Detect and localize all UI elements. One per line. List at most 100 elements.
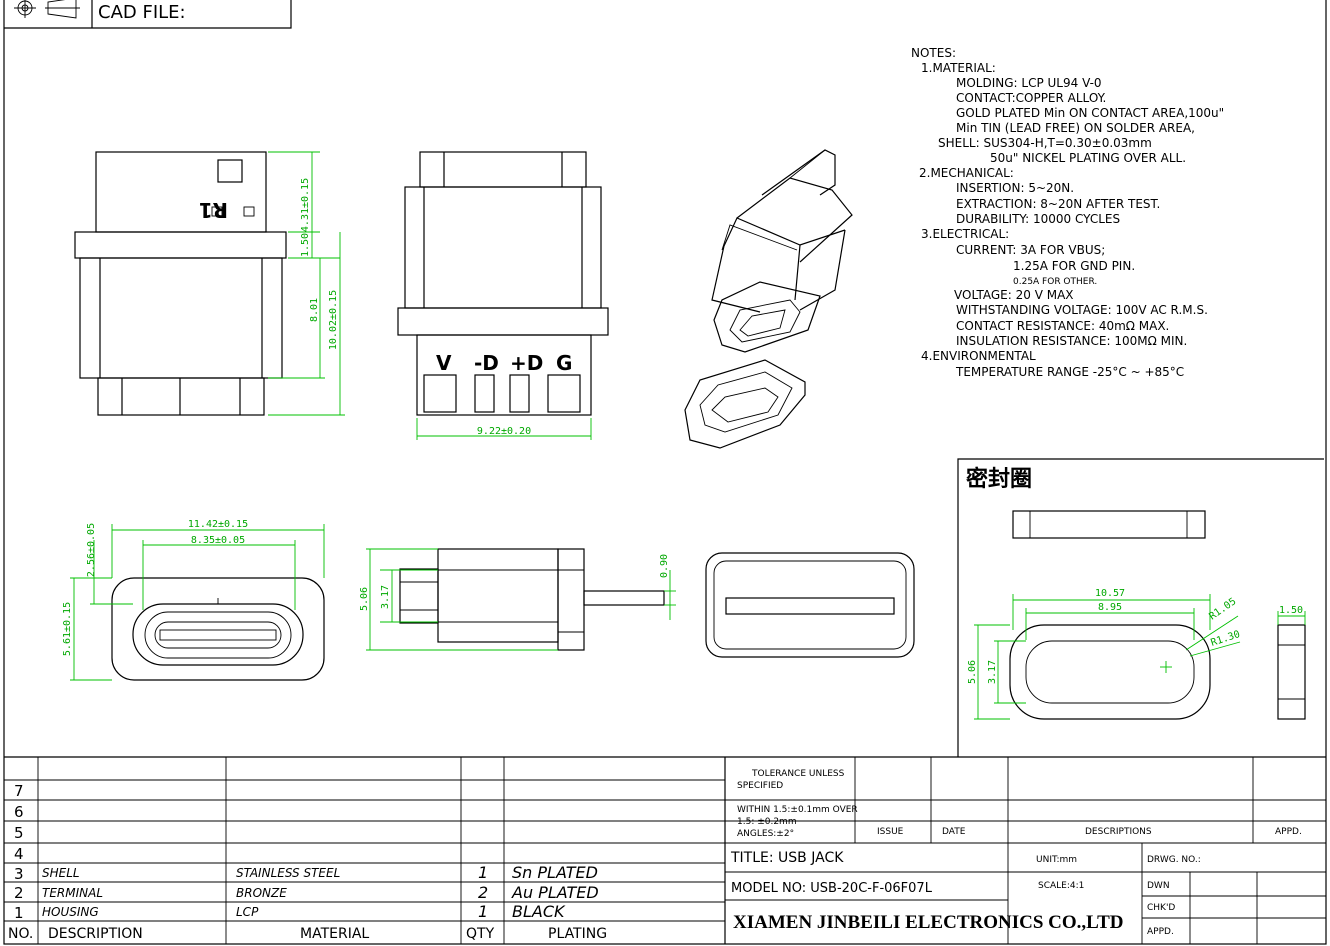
note-line: EXTRACTION: 8~20N AFTER TEST.	[956, 197, 1160, 211]
dim-11-42: 11.42±0.15	[188, 519, 248, 530]
note-line: INSULATION RESISTANCE: 100MΩ MIN.	[956, 334, 1187, 348]
model-number: MODEL NO: USB-20C-F-06F07L	[731, 881, 933, 896]
drawing-title: TITLE: USB JACK	[730, 850, 844, 866]
drwg-no-label: DRWG. NO.:	[1147, 855, 1201, 865]
pin-label-v: V	[436, 351, 452, 375]
note-line: 1.MATERIAL:	[921, 61, 996, 75]
bom-no: 4	[14, 845, 24, 863]
note-line: VOLTAGE: 20 V MAX	[954, 288, 1074, 302]
notes-block: NOTES: 1.MATERIAL: MOLDING: LCP UL94 V-0…	[911, 46, 1224, 379]
isometric-view	[684, 149, 853, 449]
seal-dim-5-06: 5.06	[967, 660, 978, 684]
bom-material: LCP	[236, 905, 259, 919]
seal-dim-3-17: 3.17	[987, 660, 998, 684]
bom-header-qty: QTY	[466, 926, 495, 942]
bom-material: BRONZE	[236, 886, 287, 900]
bom-qty: 2	[478, 883, 488, 902]
bom-header-plating: PLATING	[548, 926, 607, 942]
unit-label: UNIT:mm	[1036, 855, 1077, 865]
issue-label: ISSUE	[877, 827, 904, 837]
note-line: CONTACT:COPPER ALLOY.	[956, 91, 1106, 105]
dim-9-22: 9.22±0.20	[477, 426, 531, 437]
dim-8-01: 8.01	[309, 298, 320, 322]
bom-desc: HOUSING	[42, 905, 99, 919]
bom-no: 3	[14, 865, 24, 883]
dim-5-06: 5.06	[359, 587, 370, 611]
note-line: 4.ENVIRONMENTAL	[921, 349, 1036, 363]
note-line: 50u" NICKEL PLATING OVER ALL.	[990, 151, 1186, 165]
note-line: INSERTION: 5~20N.	[956, 181, 1074, 195]
note-line: SHELL: SUS304-H,T=0.30±0.03mm	[938, 136, 1152, 150]
top-view: R1 4.31±0.15 1.50 8.01 10.02±0.15	[74, 151, 345, 416]
seal-dim-10-57: 10.57	[1095, 588, 1125, 599]
sheet-border	[3, 0, 1327, 945]
title-block: TOLERANCE UNLESS SPECIFIED WITHIN 1.5:±0…	[725, 757, 1326, 944]
seal-dim-1-50: 1.50	[1279, 605, 1303, 616]
dim-5-61: 5.61±0.15	[62, 602, 73, 656]
front-view: 11.42±0.15 8.35±0.05 2.56±0.05 5.61±0.15	[62, 519, 325, 681]
seal-detail: 密封圈 10.57 8.95 R1.05 R1.30 1.50 5.06	[957, 458, 1324, 757]
bom-no: 5	[14, 824, 24, 842]
bom-no: 2	[14, 884, 24, 902]
rear-view	[705, 552, 915, 658]
company-name: XIAMEN JINBEILI ELECTRONICS CO.,LTD	[733, 912, 1123, 933]
bom-header-material: MATERIAL	[300, 926, 369, 942]
descriptions-label: DESCRIPTIONS	[1085, 827, 1152, 837]
note-line: CONTACT RESISTANCE: 40mΩ MAX.	[956, 319, 1169, 333]
dim-0-90: 0.90	[659, 554, 670, 578]
bom-no: 6	[14, 803, 24, 821]
note-line: Min TIN (LEAD FREE) ON SOLDER AREA,	[956, 121, 1195, 135]
bom-desc: TERMINAL	[42, 886, 103, 900]
angles-label: ANGLES:±2°	[737, 829, 794, 839]
cad-header: CAD FILE:	[4, 0, 292, 29]
dim-1-50: 1.50	[300, 233, 311, 257]
pin-label-g: G	[556, 351, 572, 375]
bom-table: 7 6 5 4 3 2 1 SHELL TERMINAL HOUSING STA…	[4, 756, 1326, 944]
bom-no: 7	[14, 782, 24, 800]
note-line: WITHSTANDING VOLTAGE: 100V AC R.M.S.	[956, 303, 1208, 317]
note-line: 0.25A FOR OTHER.	[1013, 277, 1097, 287]
projection-symbol-icon	[14, 0, 80, 19]
bom-plating: Au PLATED	[511, 883, 599, 902]
pin-label-plus-d: +D	[510, 351, 543, 375]
dim-10-02: 10.02±0.15	[328, 290, 339, 350]
note-line: CURRENT: 3A FOR VBUS;	[956, 243, 1105, 257]
tolerance-label: TOLERANCE UNLESS	[751, 769, 845, 779]
appd-label-2: APPD.	[1147, 927, 1174, 937]
bom-plating: BLACK	[512, 902, 566, 921]
notes-title: NOTES:	[911, 46, 956, 60]
note-line: TEMPERATURE RANGE -25°C ~ +85°C	[955, 365, 1184, 379]
note-line: 3.ELECTRICAL:	[921, 227, 1009, 241]
chkd-label: CHK'D	[1147, 903, 1175, 913]
bom-qty: 1	[478, 902, 488, 921]
note-line: 1.25A FOR GND PIN.	[1013, 259, 1135, 273]
pin-label-minus-d: -D	[474, 351, 499, 375]
appd-label: APPD.	[1275, 827, 1302, 837]
dim-4-31: 4.31±0.15	[300, 178, 311, 232]
dim-2-56: 2.56±0.05	[86, 523, 97, 577]
bom-header-desc: DESCRIPTION	[48, 926, 143, 942]
note-line: GOLD PLATED Min ON CONTACT AREA,100u"	[956, 106, 1224, 120]
bom-no: 1	[14, 904, 24, 922]
note-line: MOLDING: LCP UL94 V-0	[956, 76, 1102, 90]
tolerance-label-2: SPECIFIED	[737, 781, 783, 791]
scale-label: SCALE:4:1	[1038, 881, 1084, 891]
cad-file-label: CAD FILE:	[98, 2, 186, 23]
profile-view: 5.06 3.17 0.90	[359, 548, 676, 651]
bom-desc: SHELL	[42, 866, 80, 880]
within-label: WITHIN 1.5:±0.1mm OVER	[737, 805, 858, 815]
dim-3-17: 3.17	[380, 585, 391, 609]
seal-title: 密封圈	[966, 466, 1032, 492]
dwn-label: DWN	[1147, 881, 1170, 891]
note-line: 2.MECHANICAL:	[919, 166, 1014, 180]
within-label-2: 1.5: ±0.2mm	[737, 817, 797, 827]
marking-r1: R1	[199, 198, 228, 222]
date-label: DATE	[942, 827, 966, 837]
bom-qty: 1	[478, 863, 488, 882]
pin-view: V -D +D G 9.22±0.20	[397, 151, 609, 440]
bom-plating: Sn PLATED	[512, 863, 598, 882]
seal-dim-8-95: 8.95	[1098, 602, 1122, 613]
bom-header-no: NO.	[8, 926, 33, 942]
